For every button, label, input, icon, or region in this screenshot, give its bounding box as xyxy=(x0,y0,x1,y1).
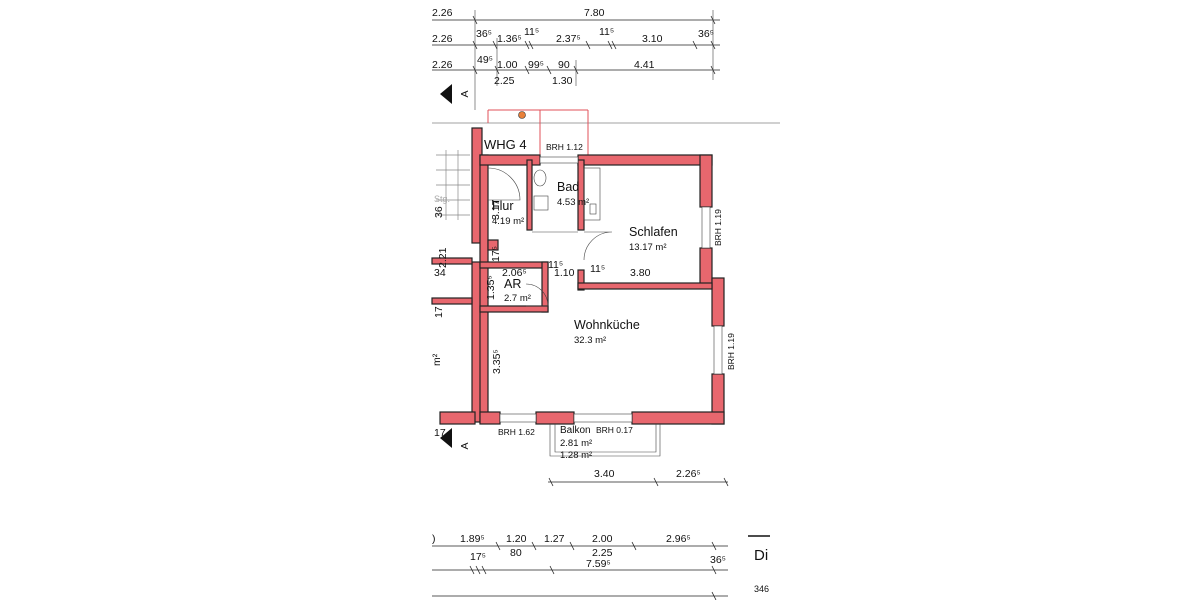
room-balkon-name: Balkon xyxy=(560,425,591,436)
dim-bottom-row3: 7.59⁵ xyxy=(586,558,611,570)
dim-top-row2-f: 11⁵ xyxy=(599,26,614,38)
dim-top-row3-c: 1.00 xyxy=(497,59,518,71)
room-bad-name: Bad xyxy=(557,180,579,194)
dim-left-small: 34 xyxy=(434,267,446,279)
dim-wall-a: 11⁵ xyxy=(548,259,563,271)
walls xyxy=(431,127,725,425)
dim-bottom-row1-a: 1.89⁵ xyxy=(460,533,485,545)
windows xyxy=(499,156,723,423)
dim-bottom-row2-b: 2.25 xyxy=(592,547,613,559)
room-wohnkueche-area: 32.3 m² xyxy=(574,335,606,346)
dim-flur-width: 1.10 xyxy=(554,267,575,279)
dim-bottom-row1-e: 2.96⁵ xyxy=(666,533,691,545)
dim-bottom-row1-c: 1.27 xyxy=(544,533,565,545)
dim-ar-width: 2.06⁵ xyxy=(502,267,527,279)
dim-top-row1-a: 2.26 xyxy=(432,7,453,19)
dim-flur-vert-b: 17⁵ xyxy=(490,246,502,262)
room-wohnkueche-name: Wohnküche xyxy=(574,318,640,332)
brh-schlafen: BRH 1.19 xyxy=(713,209,723,246)
dim-bottom-row2-c: 36⁵ xyxy=(710,554,726,566)
dim-left-small4: 17 xyxy=(434,427,446,439)
dim-bottom-row2-a: 80 xyxy=(510,547,522,559)
dim-top-row2-g: 3.10 xyxy=(642,33,663,45)
marker-dot xyxy=(518,111,526,119)
room-balkon-area2: 1.28 m² xyxy=(560,450,592,461)
dim-flur-vert-a: 3.17 xyxy=(490,199,502,220)
dim-top-row3-d: 99⁵ xyxy=(528,59,544,71)
svg-text:A: A xyxy=(459,442,471,449)
room-ar-area: 2.7 m² xyxy=(504,293,531,304)
dim-left-small2: 36 xyxy=(433,206,445,218)
upper-outline xyxy=(487,109,589,160)
room-ar-name: AR xyxy=(504,277,521,291)
dim-top-row2-h: 36⁵ xyxy=(698,28,714,40)
section-marker-bottom: A xyxy=(440,428,471,450)
side-title-fragment: Di xyxy=(754,547,768,564)
room-bad-area: 4.53 m² xyxy=(557,197,589,208)
room-flur-area: 4.19 m² xyxy=(492,216,524,227)
dim-schlafen-width: 3.80 xyxy=(630,267,651,279)
dim-bottom-row2-left-a: 17⁵ xyxy=(470,551,486,563)
dim-left: 2.21 xyxy=(437,247,449,268)
bathroom-fixtures xyxy=(533,167,601,221)
brh-balkon: BRH 0.17 xyxy=(596,425,633,435)
brh-bottom-left: BRH 1.62 xyxy=(498,427,535,437)
top-dimension-chains: 2.26 7.80 2.26 36⁵ 1.36⁵ 11⁵ 2.37⁵ 11⁵ 3… xyxy=(432,7,720,110)
brh-wohn: BRH 1.19 xyxy=(726,333,736,370)
dim-bottom-upper-b: 2.26⁵ xyxy=(676,468,701,480)
dim-top-row3-a: 2.26 xyxy=(432,59,453,71)
dim-top-row2-d: 11⁵ xyxy=(524,26,539,38)
dim-left-small3: 17 xyxy=(433,306,445,318)
balcony xyxy=(549,424,661,457)
side-number-fragment: 346 xyxy=(754,584,769,594)
apartment-label: WHG 4 xyxy=(484,137,527,152)
dim-wohn-height: 3.35⁵ xyxy=(491,349,503,374)
dim-wall-b: 11⁵ xyxy=(590,263,605,275)
dim-top-row2-b: 36⁵ xyxy=(476,28,492,40)
brh-top: BRH 1.12 xyxy=(546,142,583,152)
dim-top-row3-f: 4.41 xyxy=(634,59,655,71)
room-schlafen-name: Schlafen xyxy=(629,225,678,239)
svg-text:A: A xyxy=(459,90,471,97)
dim-top-row2-e: 2.37⁵ xyxy=(556,33,581,45)
dim-bottom-row1-b: 1.20 xyxy=(506,533,527,545)
dim-top-row3-e: 90 xyxy=(558,59,570,71)
dim-bottom-row1-left: ) xyxy=(432,533,436,545)
room-flur-name: Flur xyxy=(492,199,514,213)
dim-bottom-upper-a: 3.40 xyxy=(594,468,615,480)
doors xyxy=(487,167,613,307)
room-balkon-area: 2.81 m² xyxy=(560,438,592,449)
dim-ar-height: 1.35⁵ xyxy=(485,275,497,300)
dim-bottom-row1-d: 2.00 xyxy=(592,533,613,545)
bottom-dimension-chains: 3.40 2.26⁵ ) 1.89⁵ 1.20 1.27 2.00 2.96⁵ … xyxy=(432,468,729,600)
dim-top-row2-c: 1.36⁵ xyxy=(497,33,522,45)
dim-top-row2-a: 2.26 xyxy=(432,33,453,45)
room-schlafen-area: 13.17 m² xyxy=(629,242,667,253)
svg-text:Stg.: Stg. xyxy=(434,194,450,204)
dim-top-row3-b: 49⁵ xyxy=(477,54,493,66)
dim-left-small5: m² xyxy=(431,353,443,366)
stairwell: Stg. xyxy=(434,150,470,220)
dim-top-row3b-b: 1.30 xyxy=(552,75,573,87)
section-marker-top: A xyxy=(440,84,471,104)
dim-top-row3b-a: 2.25 xyxy=(494,75,515,87)
dim-top-row1-b: 7.80 xyxy=(584,7,605,19)
